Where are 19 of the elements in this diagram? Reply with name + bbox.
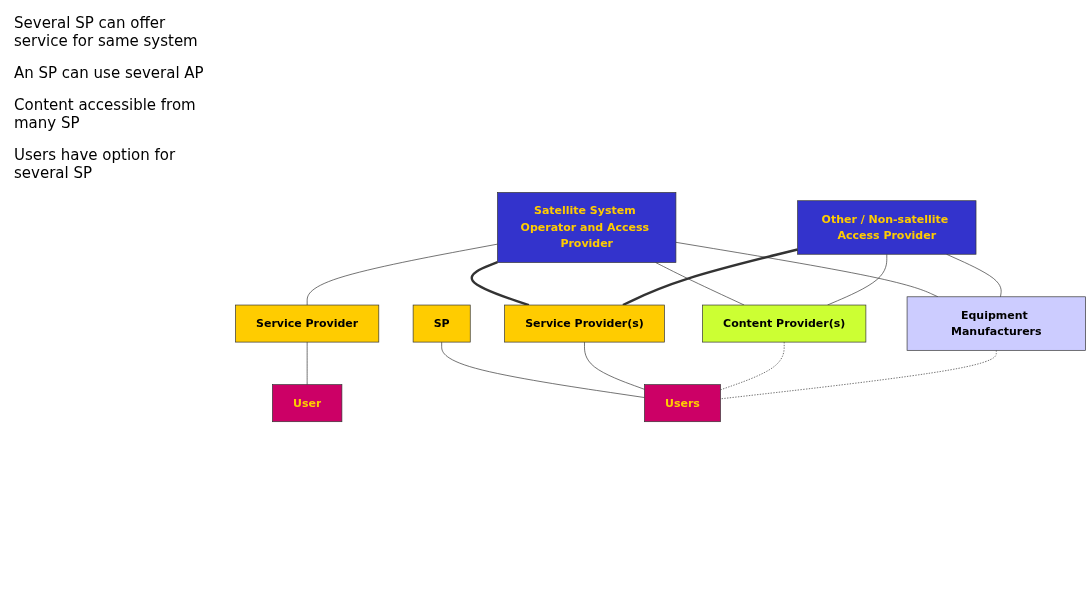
node-box: Users [644,384,721,422]
connector [720,341,785,391]
node-box: Satellite System Operator and Access Provider [497,192,677,263]
node-box: Content Provider(s) [702,304,867,343]
connector [441,341,645,398]
note-text: Users have option for several SP [14,146,177,182]
node-box: SP [412,304,471,343]
note-text: Several SP can offer service for same system [14,14,199,50]
connector [306,243,498,306]
connector [946,253,1002,298]
note-text: Content accessible from many SP [14,96,197,132]
node-box: User [272,384,343,422]
node-box: Other / Non-satellite Access Provider [797,200,977,255]
note-text: An SP can use several AP [14,64,205,82]
node-box: Equipment Manufacturers [906,296,1086,351]
connector [584,341,645,390]
connector [306,341,308,385]
node-box: Service Provider(s) [504,304,665,343]
node-box: Service Provider [235,304,380,343]
